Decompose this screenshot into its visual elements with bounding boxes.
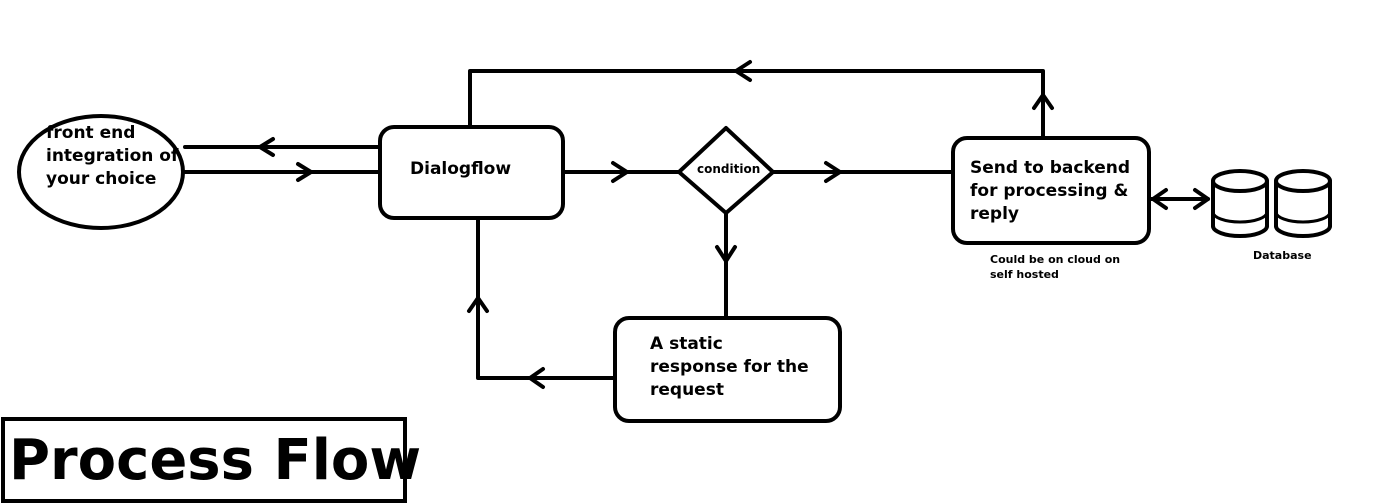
backend-label: Send to backend for processing & reply xyxy=(970,157,1130,226)
frontend-label-line: front end xyxy=(46,123,136,143)
arrowhead-left xyxy=(528,367,545,389)
arrowhead-right xyxy=(296,162,313,182)
hosting-note: Could be on cloud on self hosted xyxy=(990,253,1120,283)
dialogflow-label: Dialogflow xyxy=(410,159,512,179)
condition-label: condition xyxy=(697,162,761,176)
arrowhead-right xyxy=(611,161,629,183)
hosting-note-line: self hosted xyxy=(990,267,1059,281)
hosting-note-line: Could be on cloud on xyxy=(990,253,1121,266)
static-response-label: A static response for the request xyxy=(650,333,809,402)
backend-label-line: for processing & xyxy=(970,180,1129,201)
arrowhead-down xyxy=(715,245,737,263)
database-icon xyxy=(1211,169,1332,238)
arrowhead-right xyxy=(1193,188,1210,210)
frontend-label: front end integration of your choice xyxy=(46,122,178,191)
frontend-label-line: integration of xyxy=(46,145,179,166)
connector-static-to-dialogflow xyxy=(476,216,617,380)
backend-label-line: reply xyxy=(970,203,1019,224)
frontend-label-line: your choice xyxy=(46,168,157,189)
connector-backend-to-dialogflow xyxy=(468,69,1045,140)
static-response-label-line: A static xyxy=(650,334,723,354)
database-label: Database xyxy=(1253,249,1312,262)
arrowhead-left xyxy=(734,60,752,82)
diagram-title: Process Flow xyxy=(9,428,422,493)
arrowhead-right xyxy=(824,161,842,183)
arrowhead-left xyxy=(1151,188,1168,210)
static-response-label-line: request xyxy=(650,379,724,400)
static-response-label-line: response for the xyxy=(650,356,809,377)
arrowhead-up xyxy=(467,296,489,313)
backend-label-line: Send to backend xyxy=(970,158,1131,178)
backend-node xyxy=(951,136,1151,245)
arrowhead-left xyxy=(258,137,275,157)
arrowhead-up xyxy=(1032,93,1054,110)
title-box: Process Flow xyxy=(1,417,421,503)
